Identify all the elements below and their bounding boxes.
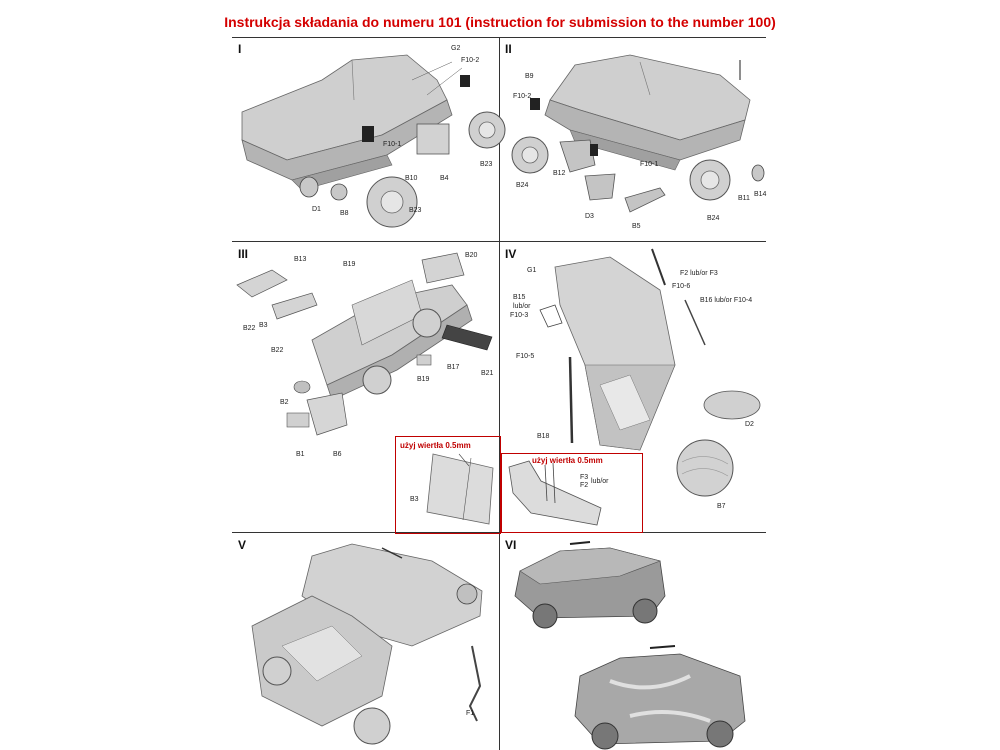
part-label-f10-2: F10-2	[461, 57, 480, 64]
part-label-lub-or: lub/or	[513, 303, 531, 310]
part-label-b20: B20	[465, 252, 478, 259]
part-label-f10-2: F10-2	[513, 93, 532, 100]
part-label-b21: B21	[481, 370, 494, 377]
part-label-b14: B14	[754, 191, 767, 198]
part-label-d3: D3	[585, 213, 594, 220]
part-label-b6: B6	[333, 451, 342, 458]
panel-number: III	[238, 247, 249, 261]
part-label-b18: B18	[537, 433, 550, 440]
inset-illustration	[426, 453, 494, 525]
hull-illustration	[511, 54, 765, 213]
part-label-d1: D1	[312, 206, 321, 213]
part-label-b1: B1	[296, 451, 305, 458]
panel-number: VI	[505, 538, 517, 552]
part-label-b4: B4	[440, 175, 449, 182]
part-label-f2: F2	[580, 482, 589, 489]
part-label-b19: B19	[343, 261, 356, 268]
drill-inset-box	[395, 436, 501, 534]
hull-top-illustration	[539, 248, 761, 451]
panel-number: V	[238, 538, 247, 552]
part-label-b24: B24	[707, 215, 720, 222]
part-label-b8: B8	[340, 210, 349, 217]
part-label-f3: F3	[580, 474, 589, 481]
drill-note: użyj wiertła 0.5mm	[400, 441, 471, 450]
part-label-b19: B19	[417, 376, 430, 383]
part-label-b9: B9	[525, 73, 534, 80]
hull-illustration	[241, 54, 506, 228]
part-label-f10-1: F10-1	[640, 161, 659, 168]
assembly-illustration	[251, 543, 483, 745]
part-label-b3: B3	[410, 496, 419, 503]
part-label-b22: B22	[271, 347, 284, 354]
part-label-b2: B2	[280, 399, 289, 406]
part-label-b7: B7	[717, 503, 726, 510]
part-label-g2: G2	[451, 45, 461, 52]
part-label-b3: B3	[259, 322, 268, 329]
part-label-g1: G1	[527, 267, 537, 274]
panel-number: II	[505, 42, 512, 56]
part-label-f10-6: F10-6	[672, 283, 691, 290]
drill-inset-box	[501, 453, 643, 533]
part-label-b10: B10	[405, 175, 418, 182]
part-label-b22: B22	[243, 325, 256, 332]
part-label-b17: B17	[447, 364, 460, 371]
drill-note: użyj wiertła 0.5mm	[532, 456, 603, 465]
part-label-f10-3: F10-3	[510, 312, 529, 319]
part-label-b23: B23	[409, 207, 422, 214]
part-label-d2: D2	[745, 421, 754, 428]
finished-vehicle-bottom	[574, 645, 746, 750]
part-label-b15: B15	[513, 294, 526, 301]
panel-number: IV	[505, 247, 517, 261]
part-label-b5: B5	[632, 223, 641, 230]
part-label-f2-or-f3: F2 lub/or F3	[680, 270, 718, 277]
part-label-b24: B24	[516, 182, 529, 189]
part-label-b12: B12	[553, 170, 566, 177]
part-label-b16-or-f10-4: B16 lub/or F10-4	[700, 297, 753, 304]
divider-col	[499, 37, 500, 750]
interior-illustration	[236, 252, 493, 436]
part-label-f10-1: F10-1	[383, 141, 402, 148]
finished-vehicle-top	[514, 541, 666, 629]
part-label-b13: B13	[294, 256, 307, 263]
part-label-b23: B23	[480, 161, 493, 168]
part-label-f10-5: F10-5	[516, 353, 535, 360]
spare-wheel-illustration	[676, 439, 734, 497]
part-label-f1: F1	[466, 710, 475, 717]
panel-number: I	[238, 42, 242, 56]
page-title: Instrukcja składania do numeru 101 (inst…	[224, 14, 776, 30]
part-label-lub-or: lub/or	[591, 478, 609, 485]
inset-illustration	[508, 460, 602, 526]
part-label-b11: B11	[738, 195, 750, 202]
